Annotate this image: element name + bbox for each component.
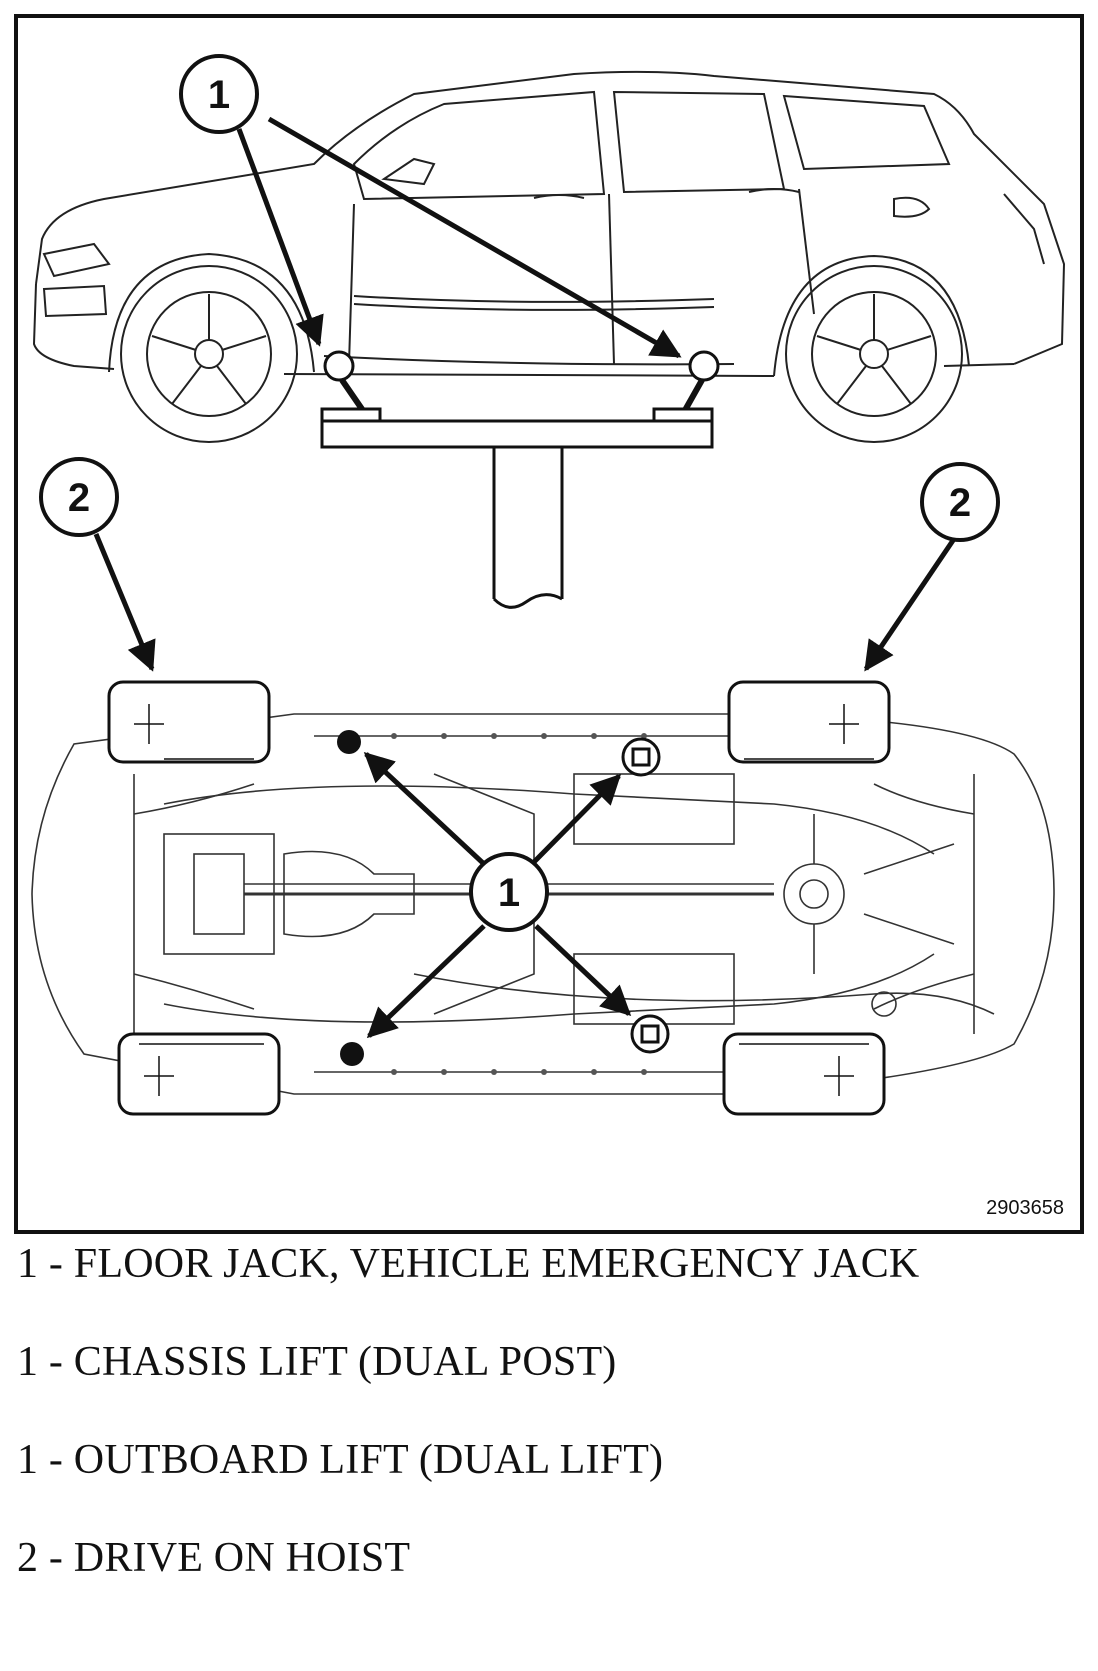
legend-item-chassis-lift: 1 - CHASSIS LIFT (DUAL POST) — [17, 1339, 617, 1385]
legend-item-drive-on-hoist: 2 - DRIVE ON HOIST — [17, 1535, 411, 1581]
rear-wheel — [785, 265, 963, 443]
lift-points-diagram: 1 2 2 1 2903658 — [14, 14, 1084, 1234]
callout-1-top: 1 — [179, 54, 259, 134]
callout-1-bottom-label: 1 — [498, 871, 520, 915]
tire-pad-front-left — [107, 680, 271, 764]
legend: 1 - FLOOR JACK, VEHICLE EMERGENCY JACK 1… — [17, 1240, 1077, 1660]
tire-pad-rear-right — [722, 1032, 886, 1116]
lift-point-rear-right — [630, 1014, 670, 1054]
leader-arrows — [93, 116, 959, 1039]
lift-point-front-right — [340, 1042, 364, 1066]
tire-pad-front-right — [117, 1032, 281, 1116]
illustration-code: 2903658 — [986, 1197, 1064, 1219]
vehicle-underside-view — [31, 713, 1055, 1095]
callout-2-right: 2 — [920, 462, 1000, 542]
callout-2-right-label: 2 — [949, 481, 971, 525]
front-wheel — [120, 265, 298, 443]
callout-2-left: 2 — [39, 457, 119, 537]
callout-1-bottom: 1 — [469, 852, 549, 932]
callout-1-top-label: 1 — [208, 73, 230, 117]
lift-point-rear-left — [621, 737, 661, 777]
callout-2-left-label: 2 — [68, 476, 90, 520]
vehicle-side-view — [32, 70, 1066, 377]
figure-frame — [14, 14, 1084, 1234]
lift-point-front-left — [337, 730, 361, 754]
tire-pad-rear-left — [727, 680, 891, 764]
lift-points — [337, 730, 670, 1066]
legend-item-outboard-lift: 1 - OUTBOARD LIFT (DUAL LIFT) — [17, 1437, 664, 1483]
legend-item-floor-jack: 1 - FLOOR JACK, VEHICLE EMERGENCY JACK — [17, 1241, 920, 1287]
hoist-tire-pads — [107, 680, 891, 1116]
post-lift — [320, 350, 720, 609]
